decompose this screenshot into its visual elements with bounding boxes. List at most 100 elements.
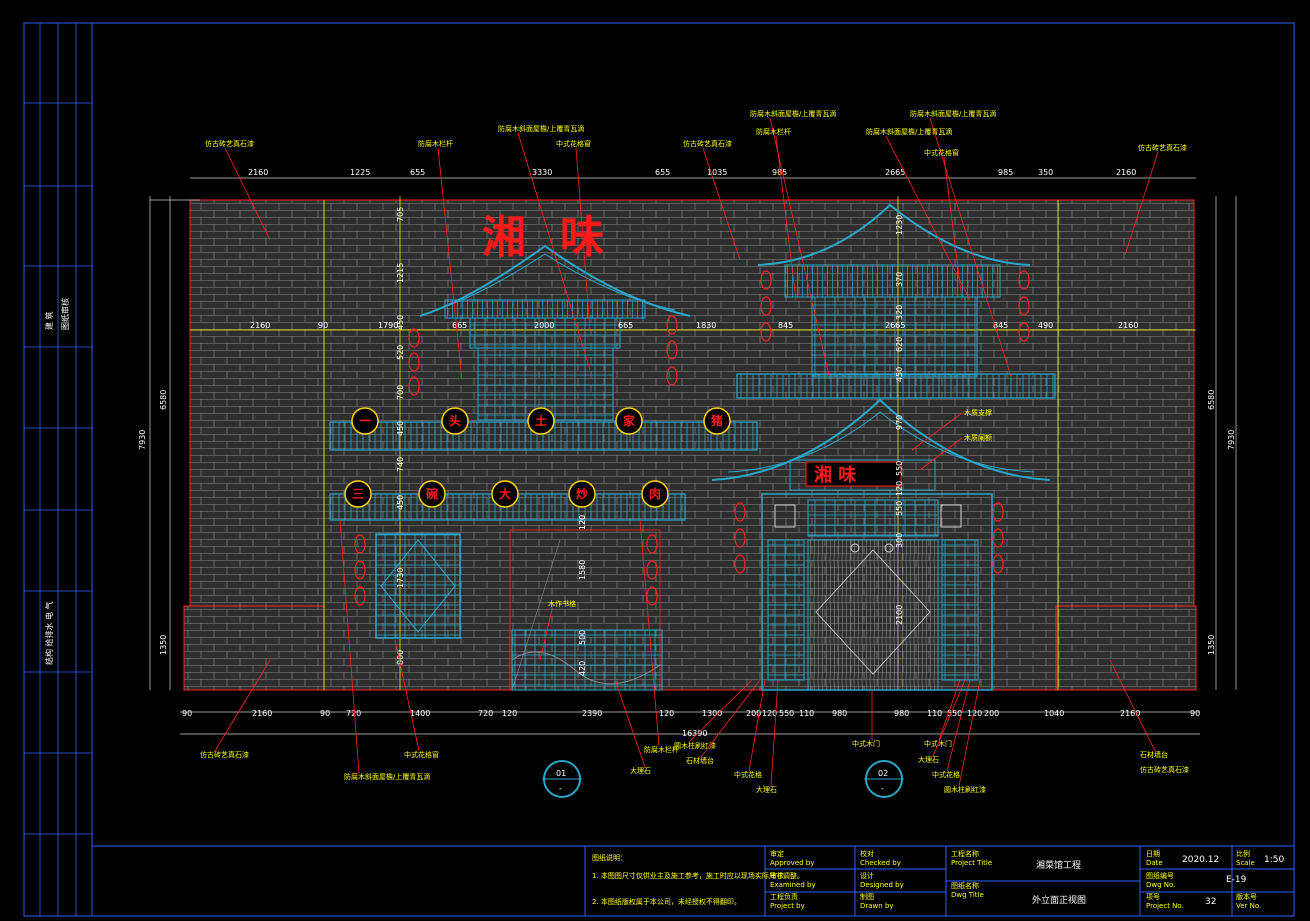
- date-cn: 日期: [1146, 850, 1160, 858]
- approved-cn: 审定: [770, 849, 784, 858]
- leader-line: [1124, 151, 1159, 256]
- projno-en: Project No.: [1146, 902, 1184, 910]
- scale-en: Scale: [1236, 859, 1255, 867]
- label-bottom: 中式花格窗: [404, 750, 439, 759]
- dwgno-en: Dwg No.: [1146, 881, 1175, 889]
- dim-side: 1350: [1207, 635, 1216, 655]
- leader-line: [929, 117, 1013, 381]
- dim-vertical: 320: [895, 305, 904, 320]
- medallion-disc: [344, 480, 372, 508]
- label-top: 仿古砖艺真石漆: [205, 139, 254, 148]
- leader-line: [911, 412, 963, 451]
- dim-mid: 1790: [378, 321, 398, 330]
- dim-mid: 665: [618, 321, 633, 330]
- dim-top: 985: [772, 168, 787, 177]
- dim-bottom: 200: [984, 709, 999, 718]
- label-top: 仿古砖艺真石漆: [683, 139, 732, 148]
- medallion-disc: [568, 480, 596, 508]
- strip-top-text: 图纸审核: [60, 298, 70, 330]
- dim-bottom: 980: [832, 709, 847, 718]
- project-title: 湘菜馆工程: [1036, 859, 1081, 871]
- dim-vertical: 1215: [396, 263, 405, 283]
- dim-top: 2160: [1116, 168, 1136, 177]
- dim-side: 6580: [1207, 390, 1216, 410]
- leader-line: [775, 135, 797, 301]
- label-top: 防腐木斜面屋檐/上覆青瓦滴: [498, 124, 584, 133]
- dim-vertical: 1730: [396, 568, 405, 588]
- dim-bottom: 90: [182, 709, 192, 718]
- dwgno-value: E-19: [1226, 875, 1247, 885]
- date-value: 2020.12: [1182, 855, 1219, 865]
- strip-mid-text: 建 筑: [44, 311, 54, 330]
- leader-line: [700, 679, 761, 758]
- medallion-char: 一: [359, 414, 371, 428]
- medallion-disc: [491, 480, 519, 508]
- dim-vertical: 520: [396, 345, 405, 360]
- leader-line: [339, 519, 360, 774]
- dim-mid: 2160: [250, 321, 270, 330]
- dim-top: 655: [410, 168, 425, 177]
- label-top: 防腐木斜面屋檐/上覆青瓦滴: [910, 109, 996, 118]
- dwg-title-cn: 图纸名称: [951, 881, 979, 890]
- examined-en: Examined by: [770, 881, 816, 889]
- sign-char-1: 湘: [482, 212, 526, 263]
- dim-vertical: 1580: [578, 560, 587, 580]
- medallion-char: 家: [623, 413, 636, 428]
- dim-vertical: 800: [396, 650, 405, 665]
- medallion-char: 土: [535, 413, 547, 428]
- leader-line: [932, 679, 966, 757]
- dim-vertical: 120: [895, 481, 904, 496]
- designed-en: Designed by: [860, 881, 904, 889]
- dim-vertical: 705: [396, 207, 405, 222]
- label-top: 中式花格窗: [556, 139, 591, 148]
- dim-bottom: 120: [659, 709, 674, 718]
- dim-vertical: 740: [396, 457, 405, 472]
- section-mark-2-num: 02: [878, 769, 888, 778]
- notes-title: 图纸说明：: [592, 853, 627, 862]
- dim-top: 2665: [885, 168, 905, 177]
- note-1: 1. 本图图尺寸仅供业主及施工参考，施工时应以现场实际尺寸调整。: [592, 871, 804, 880]
- dim-vertical: 550: [895, 501, 904, 516]
- label-right-beam: 木质阑额: [964, 433, 992, 442]
- dim-vertical: 970: [895, 415, 904, 430]
- date-en: Date: [1146, 859, 1163, 867]
- leader-line: [943, 156, 963, 301]
- dim-top: 655: [655, 168, 670, 177]
- dim-total: 16390: [682, 729, 707, 738]
- leader-line: [958, 679, 981, 787]
- leader-line: [394, 639, 420, 752]
- medallion-disc: [527, 407, 555, 435]
- dim-mid: 490: [1038, 321, 1053, 330]
- dim-vertical: 620: [895, 337, 904, 352]
- dim-mid: 2000: [534, 321, 554, 330]
- verno-en: Ver No.: [1236, 902, 1261, 910]
- approved-en: Approved by: [770, 859, 814, 867]
- section-mark-1-num: 01: [556, 769, 566, 778]
- leader-line: [575, 147, 591, 331]
- label-top: 防腐木斜面屋檐/上覆青瓦滴: [750, 109, 836, 118]
- label-bottom: 仿古砖艺真石漆: [1140, 765, 1189, 774]
- dim-bottom: 550: [779, 709, 794, 718]
- leader-line: [688, 679, 753, 743]
- leader-en: Project by: [770, 902, 805, 910]
- sign-char-2: 味: [560, 212, 604, 263]
- label-bottom: 圆木柱刷红漆: [674, 741, 716, 750]
- medallion-disc: [615, 407, 643, 435]
- medallion-char: 肉: [649, 486, 661, 501]
- dim-bottom: 120: [502, 709, 517, 718]
- leader-line: [919, 437, 963, 471]
- dim-vertical: 450: [396, 421, 405, 436]
- dim-vertical: 450: [396, 495, 405, 510]
- label-bottom: 圆木柱刷红漆: [944, 785, 986, 794]
- dim-vertical: 120: [578, 515, 587, 530]
- dim-top: 1225: [350, 168, 370, 177]
- medallion-char: 猪: [710, 413, 723, 428]
- dim-bottom: 110: [927, 709, 942, 718]
- label-bottom: 中式花格: [734, 770, 762, 779]
- label-top: 防腐木栏杆: [418, 139, 453, 148]
- strip-low-text: 结构 给排水 电 气: [44, 601, 54, 665]
- dwg-title: 外立面正视图: [1032, 894, 1086, 906]
- dim-bottom: 120: [967, 709, 982, 718]
- scale-value: 1:50: [1264, 855, 1284, 865]
